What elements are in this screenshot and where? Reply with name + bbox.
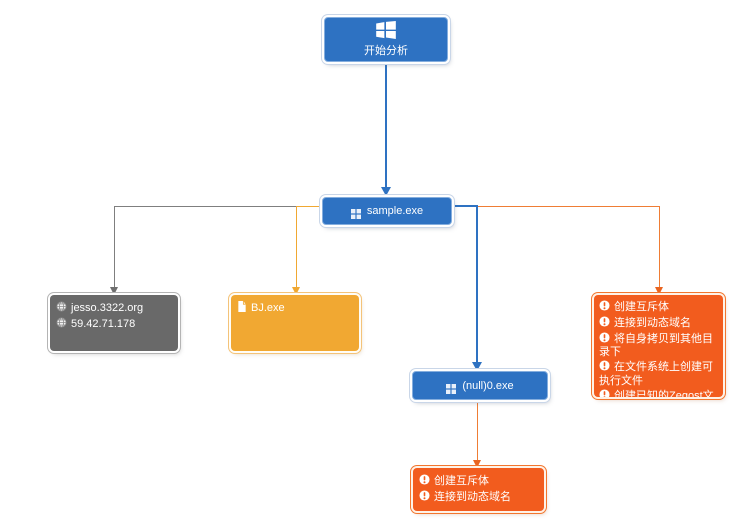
behavior-item: 在文件系统上创建可执行文件 (599, 360, 718, 388)
globe-icon (56, 317, 67, 332)
arrowhead-sample-to-behaviors (655, 287, 663, 295)
behavior-item: 连接到动态域名 (599, 316, 718, 331)
edge-sample-to-network-v (114, 206, 115, 287)
edge-sample-to-null0-v (476, 205, 478, 363)
node-bj-exe[interactable]: BJ.exe (231, 295, 359, 351)
behavior-item: 连接到动态域名 (419, 490, 538, 505)
node-null0-behaviors[interactable]: 创建互斥体 连接到动态域名 (413, 468, 544, 511)
network-item-label: jesso.3322.org (71, 302, 144, 314)
arrowhead-null0-to-behaviors (473, 460, 481, 468)
alert-icon (599, 360, 610, 375)
file-item-label: BJ.exe (251, 302, 285, 314)
node-null0-exe[interactable]: (null)0.exe (412, 371, 548, 400)
node-label: 开始分析 (364, 45, 408, 57)
behavior-item-label: 将自身拷贝到其他目录下 (599, 332, 713, 359)
node-label: (null)0.exe (462, 379, 514, 392)
edge-sample-to-bj-v (296, 206, 297, 287)
alert-icon (419, 490, 430, 505)
windows-logo-icon (446, 381, 457, 394)
edge-sample-to-network-h (114, 206, 322, 207)
edge-sample-to-behaviors-v (659, 206, 660, 287)
alert-icon (599, 332, 610, 347)
windows-logo-icon (376, 21, 396, 39)
behavior-item-label: 创建已知的Zegost文件，注册表更改和/或互斥体 (614, 389, 714, 397)
network-item: 59.42.71.178 (56, 317, 172, 332)
alert-icon (599, 300, 610, 315)
network-item-label: 59.42.71.178 (71, 317, 136, 330)
node-label: sample.exe (366, 205, 424, 217)
alert-icon (419, 474, 430, 489)
edge-start-to-sample (385, 62, 387, 188)
node-start-analysis[interactable]: 开始分析 (324, 17, 448, 62)
behavior-item-label: 创建互斥体 (614, 301, 669, 313)
behavior-item-label: 在文件系统上创建可执行文件 (599, 361, 713, 387)
behavior-item-label: 连接到动态域名 (434, 490, 511, 503)
behavior-item: 创建已知的Zegost文件，注册表更改和/或互斥体 (599, 389, 718, 397)
behavior-item: 将自身拷贝到其他目录下 (599, 332, 718, 360)
edge-null0-to-behaviors-v (477, 400, 478, 460)
alert-icon (599, 389, 610, 397)
edge-sample-to-bj-h (296, 206, 322, 207)
dropped-file-item: BJ.exe (237, 301, 353, 316)
edge-sample-to-behaviors-h (452, 206, 660, 207)
node-sample-exe[interactable]: sample.exe (322, 197, 452, 225)
windows-logo-icon (350, 206, 361, 219)
globe-icon (56, 301, 67, 316)
behavior-item: 创建互斥体 (599, 300, 718, 315)
arrowhead-sample-to-null0 (472, 362, 482, 371)
behavior-item-label: 创建互斥体 (434, 475, 489, 487)
node-network-indicators[interactable]: jesso.3322.org 59.42.71.178 (50, 295, 178, 351)
node-sample-behaviors[interactable]: 创建互斥体 连接到动态域名 将自身拷贝到其他目录下 (594, 295, 723, 397)
behavior-item: 创建互斥体 (419, 474, 538, 489)
behavior-item-label: 连接到动态域名 (614, 316, 691, 329)
alert-icon (599, 316, 610, 331)
file-icon (237, 301, 247, 316)
arrowhead-sample-to-bj (292, 287, 300, 295)
arrowhead-sample-to-network (110, 287, 118, 295)
network-item: jesso.3322.org (56, 301, 172, 316)
arrowhead-start-to-sample (380, 187, 391, 196)
edge-sample-to-null0-h (452, 205, 478, 207)
